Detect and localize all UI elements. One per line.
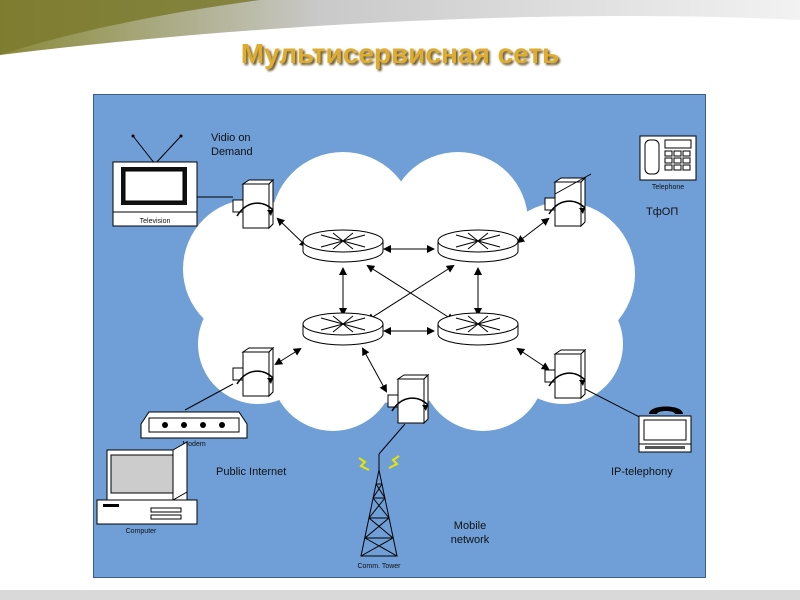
television-icon (112, 134, 198, 227)
ip-telephony-label: IP-telephony (611, 466, 673, 478)
television-label: Television (140, 218, 171, 225)
telephone-label: Telephone (652, 184, 684, 191)
header-swoosh-accent (0, 0, 260, 55)
header-swoosh (0, 0, 800, 55)
connections (274, 217, 550, 393)
link-vod-router1 (276, 217, 308, 248)
vod-label-line2: Demand (211, 146, 253, 158)
computer-icon (96, 441, 198, 525)
network-diagram: Television Vidio on Demand Telephone ТфО… (96, 132, 697, 570)
telephone-icon (639, 135, 697, 181)
router-icon (437, 312, 519, 346)
computer-label: Computer (126, 528, 157, 535)
slide-title: Мультисервисная сеть (240, 38, 560, 69)
comm-tower-icon (358, 454, 400, 557)
public-internet-label: Public Internet (216, 466, 286, 478)
vod-label-line1: Vidio on (211, 132, 251, 144)
link-router2-router3 (366, 264, 455, 322)
ip-telephone-icon (638, 406, 692, 453)
mobile-network-label-line1: Mobile (454, 520, 486, 532)
router-icon (302, 312, 384, 346)
mobile-network-label-line2: network (451, 534, 490, 546)
router-icon (302, 229, 384, 263)
link-router3-internet (274, 347, 302, 366)
link-router3-mobile (362, 347, 387, 393)
router-icon (437, 229, 519, 263)
link-router4-ip (516, 347, 550, 371)
modem-label: Modem (182, 441, 206, 448)
slide-footer-bar (0, 590, 800, 600)
tfop-label: ТфОП (646, 206, 678, 218)
comm-tower-label: Comm. Tower (357, 563, 401, 570)
modem-icon (140, 411, 248, 439)
link-router2-tfop (516, 217, 550, 244)
